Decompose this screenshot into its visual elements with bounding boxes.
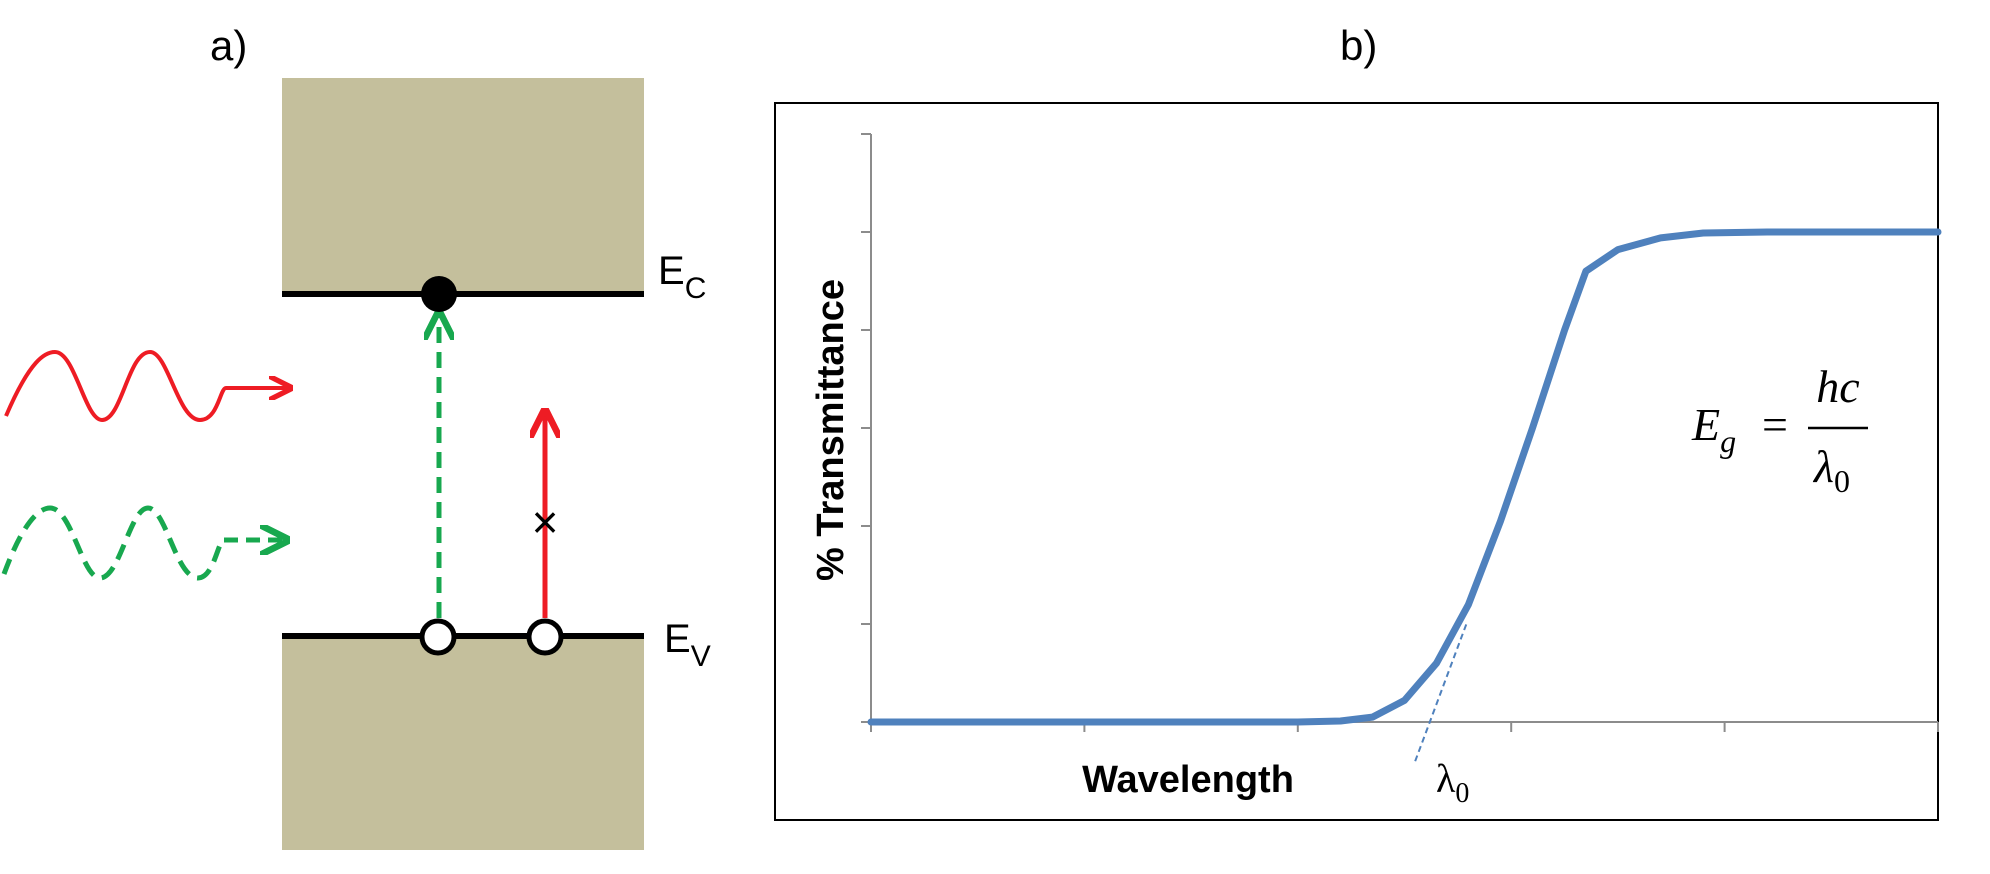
hole-right bbox=[526, 618, 564, 656]
valence-band-label-sub: V bbox=[691, 640, 711, 673]
y-axis-label: % Transmittance bbox=[810, 279, 852, 581]
lambda-zero-sub: 0 bbox=[1455, 778, 1469, 809]
electron bbox=[421, 276, 457, 312]
x-axis-label: Wavelength bbox=[1082, 759, 1294, 801]
y-axis-ticks bbox=[861, 133, 871, 723]
chart-frame bbox=[774, 102, 1939, 821]
valence-band-label-main: E bbox=[664, 617, 691, 661]
high-energy-photon-wave bbox=[1, 505, 226, 581]
lambda-zero-label: λ0 bbox=[1436, 756, 1469, 809]
transmittance-curve bbox=[867, 228, 1942, 726]
low-energy-photon-wave bbox=[4, 349, 232, 423]
panel-b-label: b) bbox=[1340, 22, 1377, 69]
panel-a: a) EC EV × bbox=[1, 22, 711, 850]
equation-numerator: hc bbox=[1816, 361, 1859, 412]
equation-equals: = bbox=[1762, 399, 1788, 450]
panel-b: b) Wavelength % Transmittance λ0 Eg = hc… bbox=[774, 22, 1942, 821]
equation-lhs-sub: g bbox=[1720, 423, 1736, 459]
equation-denominator-sub: 0 bbox=[1834, 463, 1850, 499]
bandgap-equation: Eg = hc λ0 bbox=[1691, 361, 1868, 499]
absorption-edge-tangent bbox=[1414, 623, 1468, 762]
valence-band bbox=[282, 636, 644, 850]
conduction-band bbox=[282, 78, 644, 294]
equation-denominator: λ0 bbox=[1812, 441, 1850, 499]
lambda-zero-main: λ bbox=[1436, 756, 1456, 801]
equation-denominator-main: λ bbox=[1812, 441, 1834, 492]
equation-lhs-main: E bbox=[1691, 399, 1720, 450]
hole-left bbox=[419, 618, 457, 656]
panel-a-label: a) bbox=[210, 22, 247, 69]
conduction-band-label-main: E bbox=[658, 249, 685, 293]
blocked-mark: × bbox=[532, 496, 559, 548]
conduction-band-label: EC bbox=[658, 249, 706, 305]
valence-band-label: EV bbox=[664, 617, 711, 673]
equation-lhs: Eg bbox=[1691, 399, 1736, 459]
conduction-band-label-sub: C bbox=[685, 272, 707, 305]
